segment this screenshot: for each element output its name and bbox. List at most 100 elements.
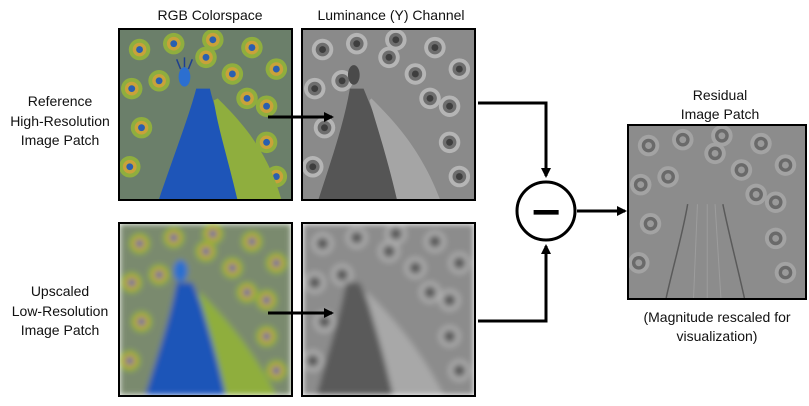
feather-eye — [431, 44, 439, 52]
upscaled-rgb-image — [118, 222, 293, 397]
feather-eye — [319, 46, 326, 53]
feather-eye — [411, 70, 419, 78]
column-header-rgb: RGB Colorspace — [157, 7, 263, 23]
feather-eye — [455, 367, 463, 374]
feather-eye — [411, 264, 419, 272]
feather-eye — [385, 247, 393, 255]
peacock-gray-blurry — [303, 224, 474, 395]
feather-eye — [319, 240, 326, 247]
feather-eye — [272, 367, 280, 374]
feather-eye — [431, 238, 439, 246]
feather-eye — [338, 271, 346, 279]
minus-sign: − — [529, 189, 563, 235]
feather-eye — [126, 357, 134, 365]
feather-eye — [321, 124, 328, 132]
feather-eye — [446, 332, 453, 340]
reference-rgb-image — [118, 28, 293, 201]
reference-label-line3: Image Patch — [20, 132, 100, 148]
feather-eye — [311, 279, 319, 287]
feather-eye — [272, 259, 280, 267]
feather-eye — [338, 77, 346, 85]
feather-eye — [392, 36, 400, 44]
residual-note-line2: visualization) — [676, 328, 758, 344]
feather-eye — [263, 332, 270, 340]
feather-eye — [426, 94, 434, 102]
column-header-luminance: Luminance (Y) Channel — [317, 7, 465, 23]
residual-texture — [629, 126, 805, 298]
feather-eye — [209, 230, 217, 238]
feather-eye — [426, 288, 434, 296]
feather-eye — [635, 259, 643, 267]
feather-eye — [446, 138, 453, 146]
feather-eye — [309, 163, 317, 171]
feather-eye — [757, 140, 765, 148]
feather-eye — [455, 173, 463, 180]
upscaled-label-line3: Image Patch — [20, 322, 100, 338]
peacock-rgb-sharp — [120, 30, 291, 199]
residual-title-line1: Residual — [692, 87, 748, 103]
reference-label-line1: Reference — [27, 93, 93, 109]
feather-eye — [385, 53, 393, 61]
feather-eye — [272, 173, 280, 180]
feather-eye — [772, 234, 780, 242]
feather-eye — [455, 259, 463, 267]
feather-eye — [136, 46, 143, 53]
feather-eye — [138, 318, 145, 326]
feather-eye — [637, 181, 645, 189]
feather-eye — [209, 36, 217, 44]
feather-eye — [772, 198, 780, 206]
feather-eye — [711, 149, 719, 157]
upscaled-label-line1: Upscaled — [30, 283, 90, 299]
feather-eye — [752, 190, 760, 198]
feather-eye — [647, 220, 654, 228]
feather-eye — [128, 85, 136, 93]
peacock-rgb-blurry — [120, 224, 291, 395]
feather-eye — [718, 132, 726, 140]
feather-eye — [664, 173, 672, 181]
feather-eye — [243, 94, 251, 102]
feather-eye — [782, 269, 789, 277]
feather-eye — [202, 53, 210, 61]
feather-eye — [128, 279, 136, 287]
feather-eye — [272, 65, 280, 73]
feather-eye — [446, 296, 453, 304]
feather-eye — [446, 102, 453, 110]
feather-eye — [248, 44, 256, 52]
upscaled-luminance-image — [301, 222, 476, 397]
residual-image — [627, 124, 807, 300]
feather-eye — [170, 234, 178, 242]
feather-eye — [392, 230, 400, 238]
feather-eye — [353, 40, 361, 48]
feather-eye — [455, 65, 463, 73]
feather-eye — [155, 271, 163, 279]
connector-top-to-subtract — [478, 101, 551, 178]
peacock-gray-sharp — [303, 30, 474, 199]
reference-label-line2: High-Resolution — [10, 113, 110, 129]
feather-eye — [782, 161, 789, 169]
feather-eye — [263, 138, 270, 146]
feather-eye — [248, 238, 256, 246]
connector-bottom-to-subtract — [478, 244, 551, 323]
subtract-operator: − — [515, 180, 577, 242]
feather-eye — [170, 40, 178, 48]
feather-eye — [263, 102, 270, 110]
feather-eye — [126, 163, 134, 171]
feather-eye — [202, 247, 210, 255]
residual-title-line2: Image Patch — [680, 106, 760, 122]
upscaled-label-line2: Low-Resolution — [11, 303, 109, 319]
feather-eye — [311, 85, 319, 93]
feather-eye — [155, 77, 163, 85]
feather-eye — [309, 357, 317, 365]
feather-eye — [228, 70, 236, 78]
feather-eye — [321, 318, 328, 326]
feather-eye — [263, 296, 270, 304]
feather-eye — [138, 124, 145, 132]
feather-eye — [645, 142, 652, 149]
feather-eye — [228, 264, 236, 272]
residual-note-line1: (Magnitude rescaled for — [643, 309, 791, 325]
feather-eye — [679, 136, 687, 144]
reference-luminance-image — [301, 28, 476, 201]
feather-eye — [136, 240, 143, 247]
feather-eye — [353, 234, 361, 242]
feather-eye — [738, 166, 745, 174]
